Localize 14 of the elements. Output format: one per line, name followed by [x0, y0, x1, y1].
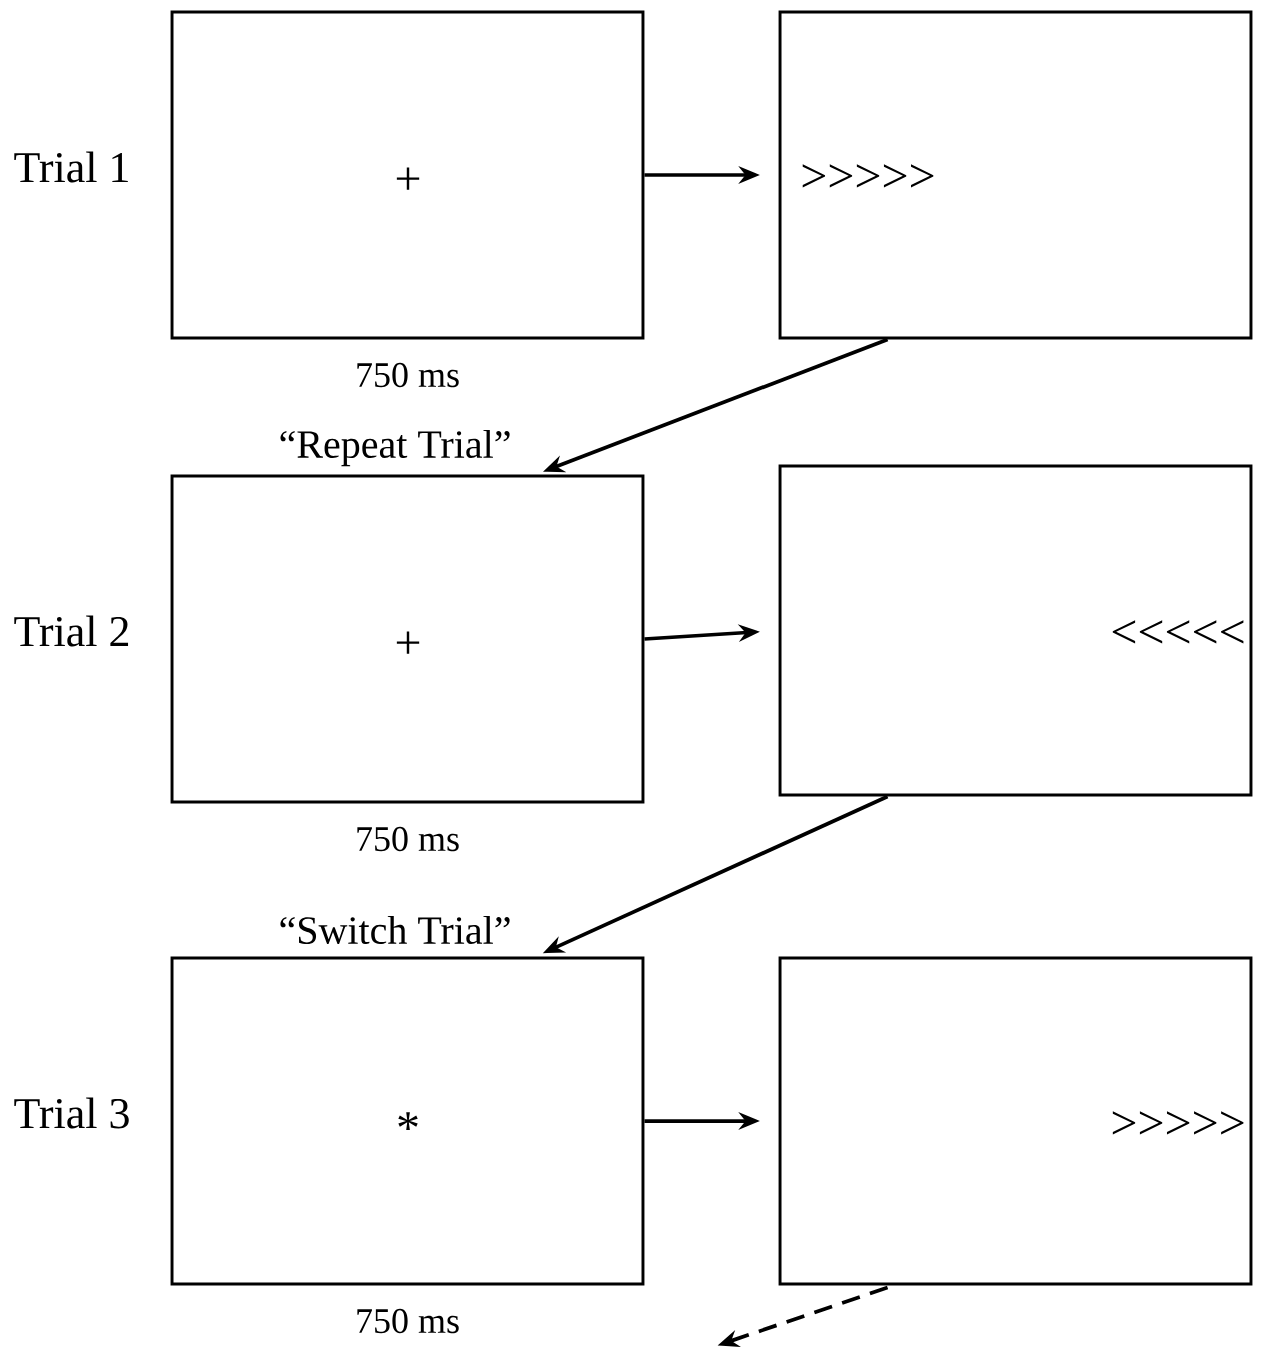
trial-label: Trial 2: [10, 612, 134, 650]
duration-label: 750 ms: [352, 360, 463, 390]
trial-label: Trial 1: [10, 148, 134, 186]
duration-label: 750 ms: [352, 824, 463, 854]
stimulus-symbol: >>>>>: [1112, 1111, 1244, 1135]
trial-label: Trial 3: [10, 1094, 134, 1132]
heading-label: “Switch Trial”: [275, 913, 515, 947]
stimulus-symbol: *: [398, 1112, 418, 1130]
duration-label: 750 ms: [352, 1306, 463, 1336]
stimulus-symbol: +: [396, 631, 420, 654]
heading-label: “Repeat Trial”: [275, 427, 515, 469]
stimulus-symbol: >>>>>: [802, 164, 934, 188]
stimulus-symbol: +: [396, 167, 420, 190]
stimulus-symbol: <<<<<: [1112, 620, 1244, 644]
